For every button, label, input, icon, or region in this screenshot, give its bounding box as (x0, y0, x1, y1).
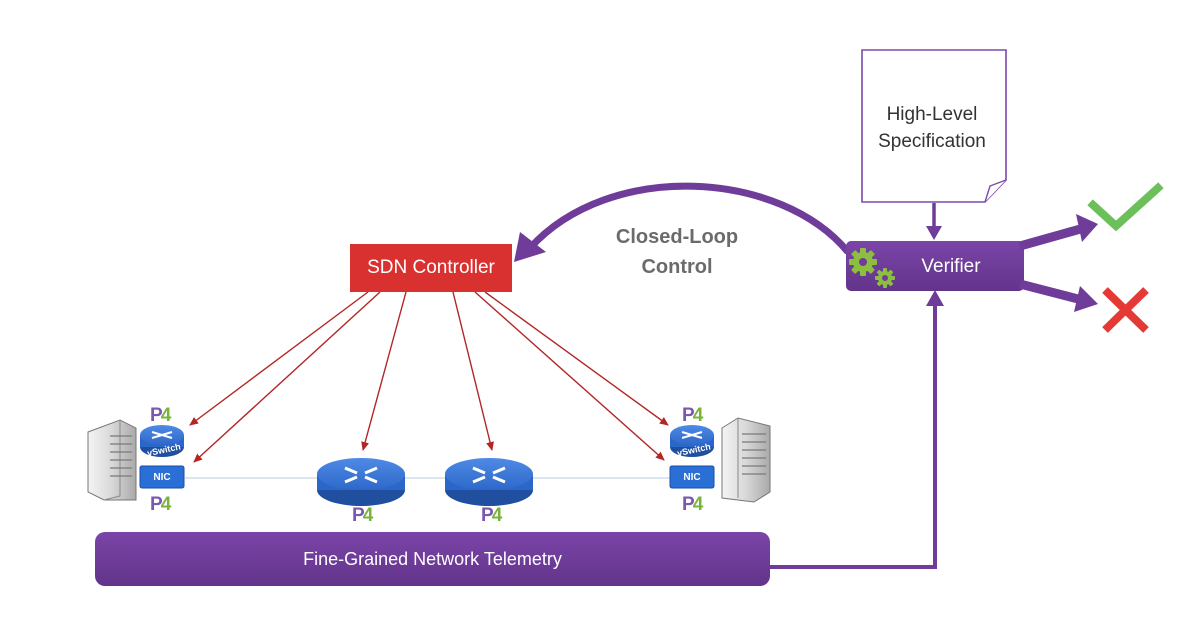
verifier-label: Verifier (921, 256, 981, 277)
sdn-controller-label: SDN Controller (367, 257, 495, 278)
closed-loop-line-1: Closed-Loop (615, 226, 739, 248)
p4-letter-p: P (682, 494, 695, 515)
closed-loop-arc (527, 182, 851, 255)
pass-arrow (1018, 223, 1086, 251)
p4-digit-4: 4 (160, 405, 171, 426)
p4-letter-p: P (352, 505, 365, 526)
telemetry-feedback-line (770, 302, 937, 569)
p4-letter-p: P (150, 405, 163, 426)
vswitch-left-icon: vSwitch (140, 425, 184, 458)
p4-logo-right-nic: P4 (682, 494, 703, 515)
control-arrow-left-nic (193, 291, 381, 463)
p4-digit-4: 4 (692, 405, 703, 426)
telemetry-bar (95, 532, 770, 586)
router-2-icon (445, 458, 533, 506)
vswitch-right-icon: vSwitch (670, 425, 714, 458)
telemetry-label: Fine-Grained Network Telemetry (303, 548, 562, 569)
nic-right-box (669, 465, 715, 489)
specification-line-2: Specification (878, 131, 986, 152)
cross-mark-icon (1102, 287, 1149, 333)
p4-letter-p: P (481, 505, 494, 526)
p4-logo-left-nic: P4 (150, 494, 171, 515)
control-arrow-router-1 (361, 291, 407, 451)
gears-icon (849, 248, 895, 288)
server-left-icon (87, 419, 137, 501)
control-arrow-router-2 (452, 291, 494, 451)
pass-arrowhead (1076, 214, 1098, 242)
p4-logo-left-switch: P4 (150, 405, 171, 426)
fail-arrow (1018, 279, 1084, 305)
nic-right-label: NIC (683, 471, 701, 483)
p4-digit-4: 4 (160, 494, 171, 515)
p4-letter-p: P (682, 405, 695, 426)
control-arrow-right-nic (474, 291, 665, 461)
router-1-icon (317, 458, 405, 506)
p4-digit-4: 4 (491, 505, 502, 526)
p4-logo-router-1: P4 (352, 505, 373, 526)
closed-loop-arrowhead (514, 232, 546, 262)
p4-letter-p: P (150, 494, 163, 515)
p4-logo-router-2: P4 (481, 505, 502, 526)
nic-left-label: NIC (153, 471, 171, 483)
document-fold (984, 179, 1007, 203)
server-right-icon (721, 417, 771, 503)
fail-arrowhead (1074, 286, 1098, 312)
spec-to-verifier-arrowhead (926, 226, 942, 240)
control-arrows (189, 291, 669, 463)
p4-digit-4: 4 (362, 505, 373, 526)
p4-digit-4: 4 (692, 494, 703, 515)
sdn-controller-box (350, 244, 512, 292)
specification-text: High-Level Specification (862, 88, 1002, 168)
nic-left-box (139, 465, 185, 489)
control-arrow-right-switch (484, 291, 669, 426)
closed-loop-label: Closed-Loop Control (590, 220, 764, 284)
control-arrow-left-switch (189, 291, 369, 426)
telemetry-feedback-arrowhead (926, 290, 944, 306)
check-mark-icon (1087, 182, 1164, 232)
specification-line-1: High-Level (886, 104, 978, 125)
closed-loop-line-2: Control (641, 256, 713, 278)
p4-logo-right-switch: P4 (682, 405, 703, 426)
